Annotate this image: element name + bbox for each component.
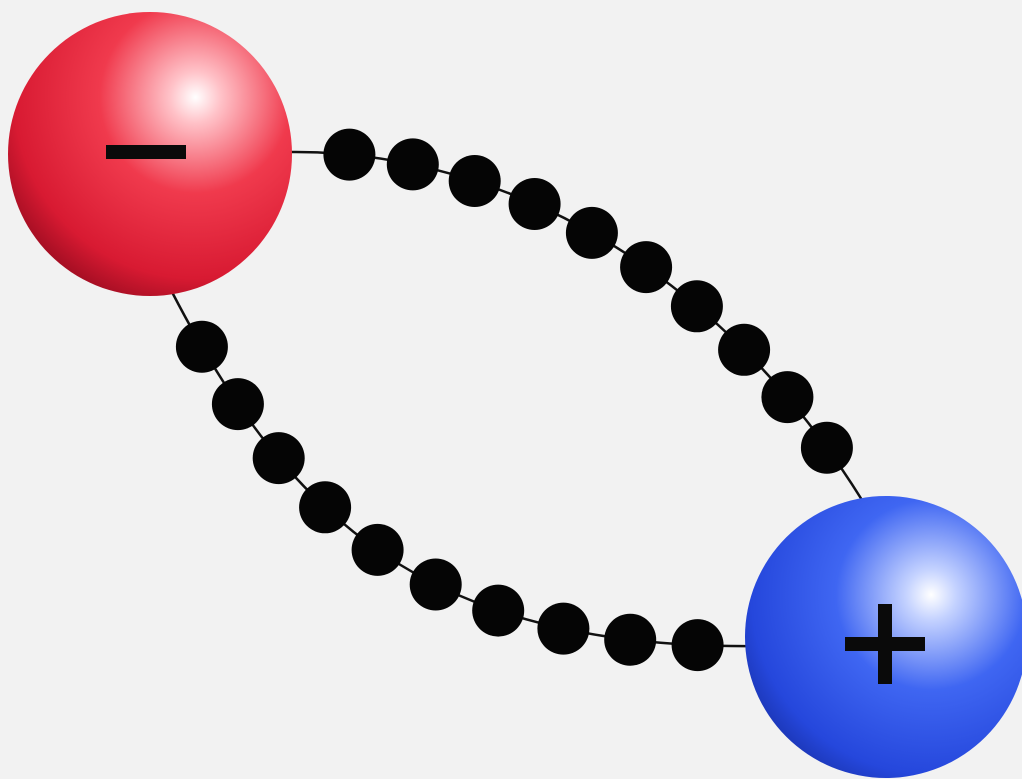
upper-bead-7	[670, 280, 723, 333]
upper-bead-5	[565, 206, 618, 259]
upper-bead-10	[800, 421, 853, 474]
lower-bead-3	[252, 432, 305, 485]
upper-bead-9	[761, 371, 814, 424]
lower-bead-7	[472, 584, 525, 637]
plus-icon	[845, 604, 925, 684]
minus-icon	[106, 145, 186, 159]
upper-bead-1	[323, 128, 376, 181]
lower-bead-4	[299, 481, 352, 534]
upper-bead-2	[386, 138, 439, 191]
lower-bead-8	[537, 602, 590, 655]
upper-bead-6	[620, 241, 673, 294]
lower-bead-2	[211, 378, 264, 431]
positive-charge	[745, 496, 1022, 778]
lower-bead-1	[175, 320, 228, 373]
upper-bead-3	[448, 155, 501, 207]
upper-chain-wire	[289, 150, 864, 501]
upper-bead-4	[508, 178, 561, 230]
lower-bead-9	[604, 613, 657, 666]
lower-bead-6	[409, 558, 462, 611]
lower-bead-chain	[175, 320, 724, 672]
upper-bead-chain	[323, 128, 853, 474]
lower-bead-10	[671, 619, 724, 672]
lower-bead-5	[351, 523, 404, 576]
negative-charge	[8, 12, 292, 296]
upper-bead-8	[718, 323, 771, 376]
